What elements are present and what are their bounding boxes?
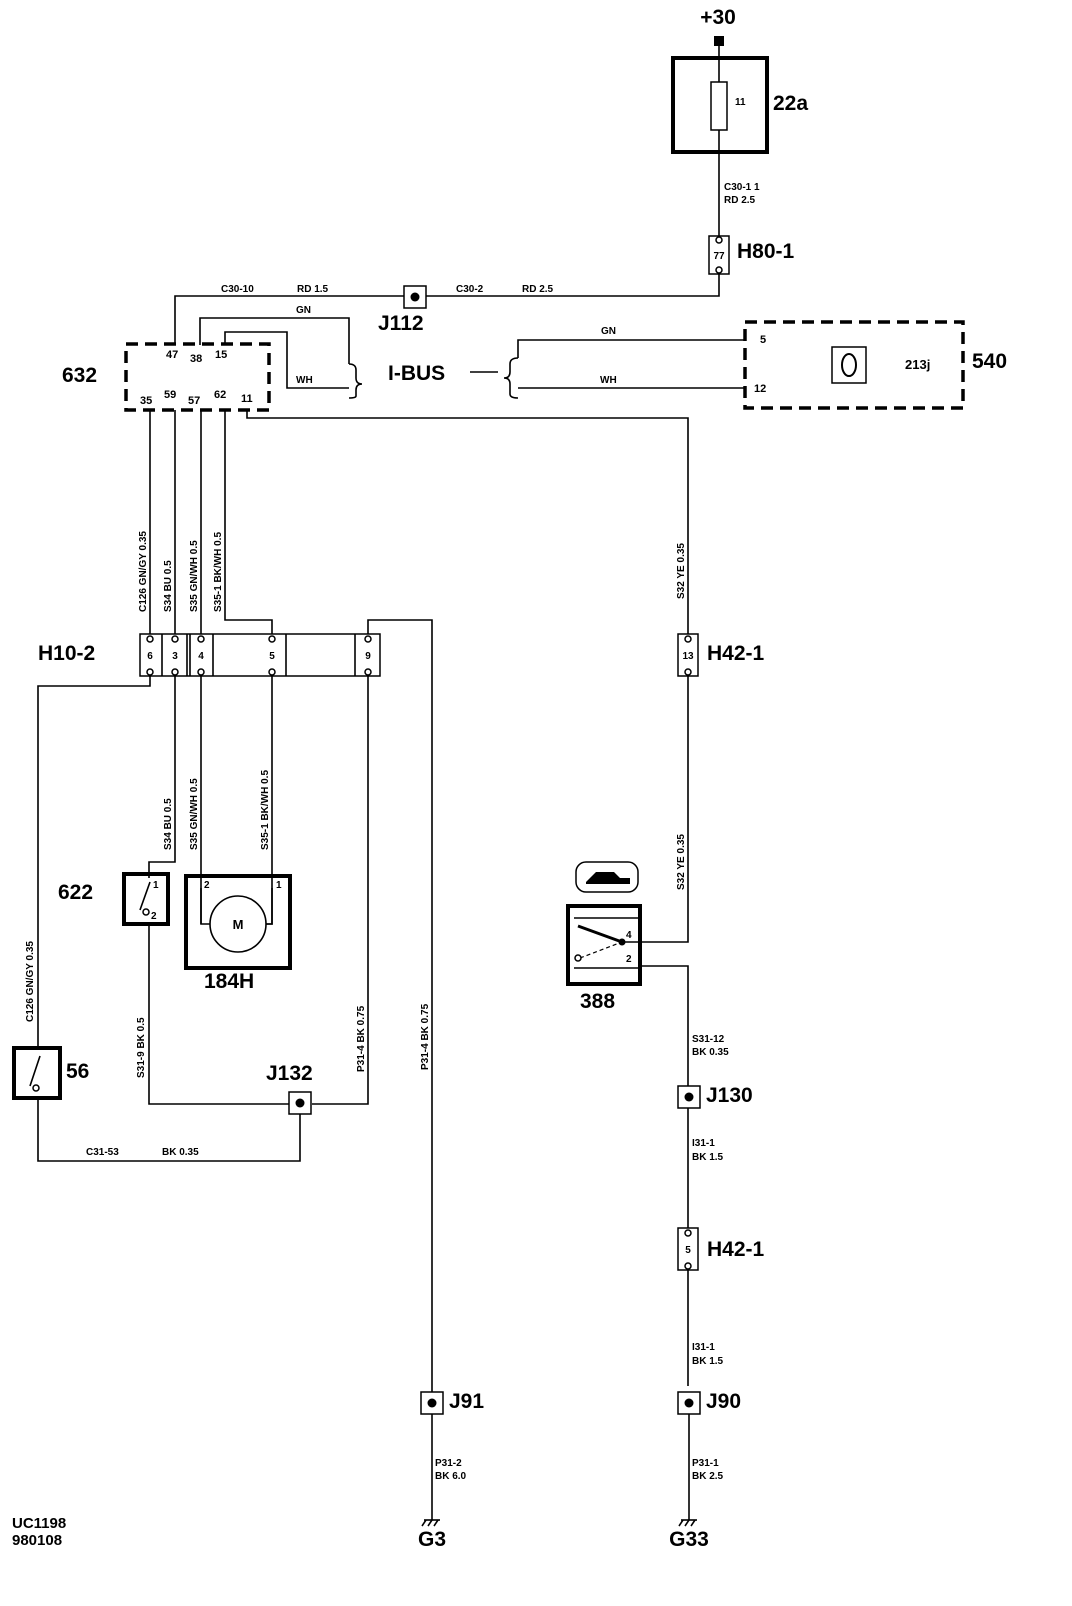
fuse-box-22a	[671, 56, 769, 154]
wire-c126-bottom: C126 GN/GY 0.35	[25, 941, 36, 1022]
ibus-label: I-BUS	[388, 362, 445, 385]
wire-s34: S34 BU 0.5	[163, 560, 174, 612]
wire-gn-right: GN	[601, 326, 616, 337]
control-module-632-label: 632	[62, 364, 97, 387]
cm632-pin-47: 47	[166, 349, 178, 361]
wire-s35-1: S35-1 BK/WH 0.5	[213, 532, 224, 612]
module-540-pin-5: 5	[760, 334, 766, 346]
ground-icon	[421, 1519, 440, 1527]
junction-j91-label: J91	[449, 1390, 484, 1413]
h42-top-pin: 13	[682, 651, 694, 662]
motor-184h	[184, 874, 292, 970]
wire-s31-9: S31-9 BK 0.5	[136, 1017, 147, 1078]
module-540-label: 540	[972, 350, 1007, 373]
switch-388-pin-4: 4	[626, 930, 632, 941]
h10-pin-4: 4	[198, 651, 204, 662]
junction-j90-label: J90	[706, 1390, 741, 1413]
connector-h42-1-bottom-label: H42-1	[707, 1238, 765, 1261]
wire-s31-12: S31-12	[692, 1034, 725, 1045]
cm632-pin-62: 62	[214, 389, 226, 401]
h10-pin-9: 9	[365, 651, 371, 662]
cm632-pin-35: 35	[140, 395, 152, 407]
wire-c30-10-spec: RD 1.5	[297, 284, 329, 295]
wire-s32-bottom: S32 YE 0.35	[676, 834, 687, 890]
wire-p31-4-right: P31-4 BK 0.75	[420, 1003, 431, 1070]
switch-388	[566, 904, 642, 986]
wire-i31-1-top: I31-1	[692, 1138, 715, 1149]
module-540-pin-12: 12	[754, 383, 766, 395]
reference-date: 980108	[12, 1532, 62, 1549]
car-alarm-icon	[831, 346, 867, 384]
wire-p31-2: P31-2	[435, 1458, 462, 1469]
connector-h10-2-label: H10-2	[38, 642, 95, 665]
h10-pin-5: 5	[269, 651, 275, 662]
supply-terminal	[714, 36, 724, 46]
switch-388-label: 388	[580, 990, 615, 1013]
wire-c31-53-spec: BK 0.35	[162, 1147, 199, 1158]
wire-c31-53: C31-53	[86, 1147, 119, 1158]
h10-pin-6: 6	[147, 651, 153, 662]
motor-pin-1: 1	[276, 880, 282, 891]
wire-wh-right: WH	[600, 375, 617, 386]
cm632-pin-59: 59	[164, 389, 176, 401]
ground-g33-label: G33	[669, 1528, 709, 1551]
wire-i31-1-bottom: I31-1	[692, 1342, 715, 1353]
wire-s35-bottom: S35 GN/WH 0.5	[189, 778, 200, 850]
motor-symbol: M	[233, 917, 244, 932]
wire-c30-2-spec: RD 2.5	[522, 284, 554, 295]
connector-h42-1-bottom	[677, 1227, 699, 1271]
wire-p31-4-left: P31-4 BK 0.75	[356, 1005, 367, 1072]
wire-p31-1: P31-1	[692, 1458, 719, 1469]
junction-j132-label: J132	[266, 1062, 313, 1085]
h10-pin-3: 3	[172, 651, 178, 662]
wire-s35: S35 GN/WH 0.5	[189, 540, 200, 612]
wire-p31-1-spec: BK 2.5	[692, 1471, 724, 1482]
wire-s32-top: S32 YE 0.35	[676, 543, 687, 599]
ground-icon	[678, 1519, 697, 1527]
wire-gn-left: GN	[296, 305, 311, 316]
switch-622-pin-1: 1	[153, 880, 159, 891]
wire-i31-1-bottom-spec: BK 1.5	[692, 1356, 724, 1367]
wire-s34-bottom: S34 BU 0.5	[163, 798, 174, 850]
switch-622-pin-2: 2	[151, 911, 157, 922]
wire-i31-1-top-spec: BK 1.5	[692, 1152, 724, 1163]
wire-c30-2-label: C30-2	[456, 284, 484, 295]
junction-j130-label: J130	[706, 1084, 753, 1107]
wire-s35-1-bottom: S35-1 BK/WH 0.5	[260, 770, 271, 850]
fuse-pin: 11	[735, 97, 746, 108]
supply-label: +30	[700, 6, 736, 29]
reference-code: UC1198	[12, 1515, 66, 1532]
switch-56	[12, 1046, 62, 1100]
motor-184h-label: 184H	[204, 970, 254, 993]
connector-h42-1-top-label: H42-1	[707, 642, 765, 665]
wire-c30-10-label: C30-10	[221, 284, 254, 295]
cm632-pin-11: 11	[241, 393, 253, 405]
connector-h80-label: H80-1	[737, 240, 795, 263]
wire-c30-11-label: C30-1 1	[724, 182, 760, 193]
fuse-box-label: 22a	[773, 92, 808, 115]
h42-bottom-pin: 5	[685, 1245, 691, 1256]
switch-622-label: 622	[58, 881, 93, 904]
fuse-icon	[710, 81, 728, 131]
connector-h80-pin: 77	[713, 251, 725, 262]
motor-pin-2: 2	[204, 880, 210, 891]
cm632-pin-15: 15	[215, 349, 227, 361]
connector-h10-2	[139, 633, 381, 677]
wire-s31-12-spec: BK 0.35	[692, 1047, 729, 1058]
switch-622	[122, 872, 170, 926]
switch-388-pin-2: 2	[626, 954, 632, 965]
ground-g3-label: G3	[418, 1528, 446, 1551]
wire-wh-left: WH	[296, 375, 313, 386]
control-module-632	[124, 342, 271, 412]
motor-icon	[209, 895, 267, 953]
wire-c126: C126 GN/GY 0.35	[138, 531, 149, 612]
module-540-sub-label: 213j	[905, 357, 930, 372]
cm632-pin-38: 38	[190, 353, 202, 365]
junction-j112-label: J112	[378, 312, 424, 335]
wire-c30-11-spec: RD 2.5	[724, 195, 756, 206]
wire-p31-2-spec: BK 6.0	[435, 1471, 467, 1482]
cm632-pin-57: 57	[188, 395, 200, 407]
switch-56-label: 56	[66, 1060, 89, 1083]
